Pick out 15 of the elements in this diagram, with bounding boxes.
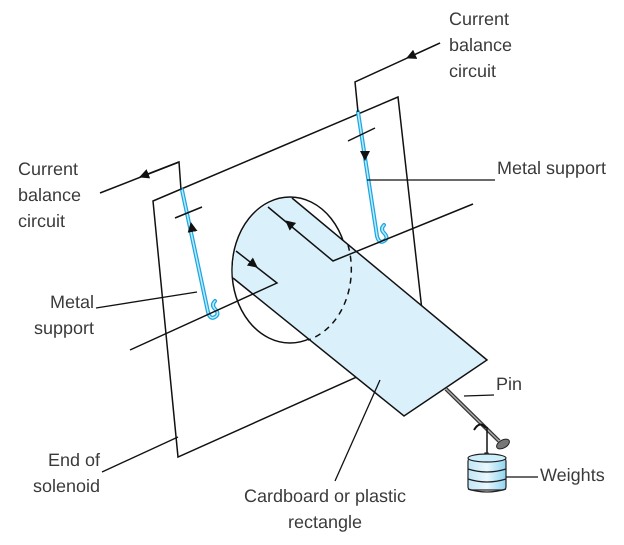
leader-line <box>506 476 538 478</box>
part-label: End of solenoid <box>10 447 100 499</box>
part-label: Metal support <box>497 155 617 181</box>
part-label: Weights <box>540 462 620 488</box>
leader-line <box>96 291 198 309</box>
part-label: Cardboard or plastic rectangle <box>240 483 410 535</box>
leader-line <box>102 436 178 473</box>
part-label: Current balance circuit <box>449 8 514 83</box>
part-label: Current balance circuit <box>18 158 82 233</box>
part-label: Metal support <box>10 289 94 341</box>
leader-line <box>334 380 381 482</box>
part-label: Pin <box>496 371 536 397</box>
leader-line <box>367 179 495 181</box>
leader-line <box>464 394 494 397</box>
weights <box>467 452 507 493</box>
